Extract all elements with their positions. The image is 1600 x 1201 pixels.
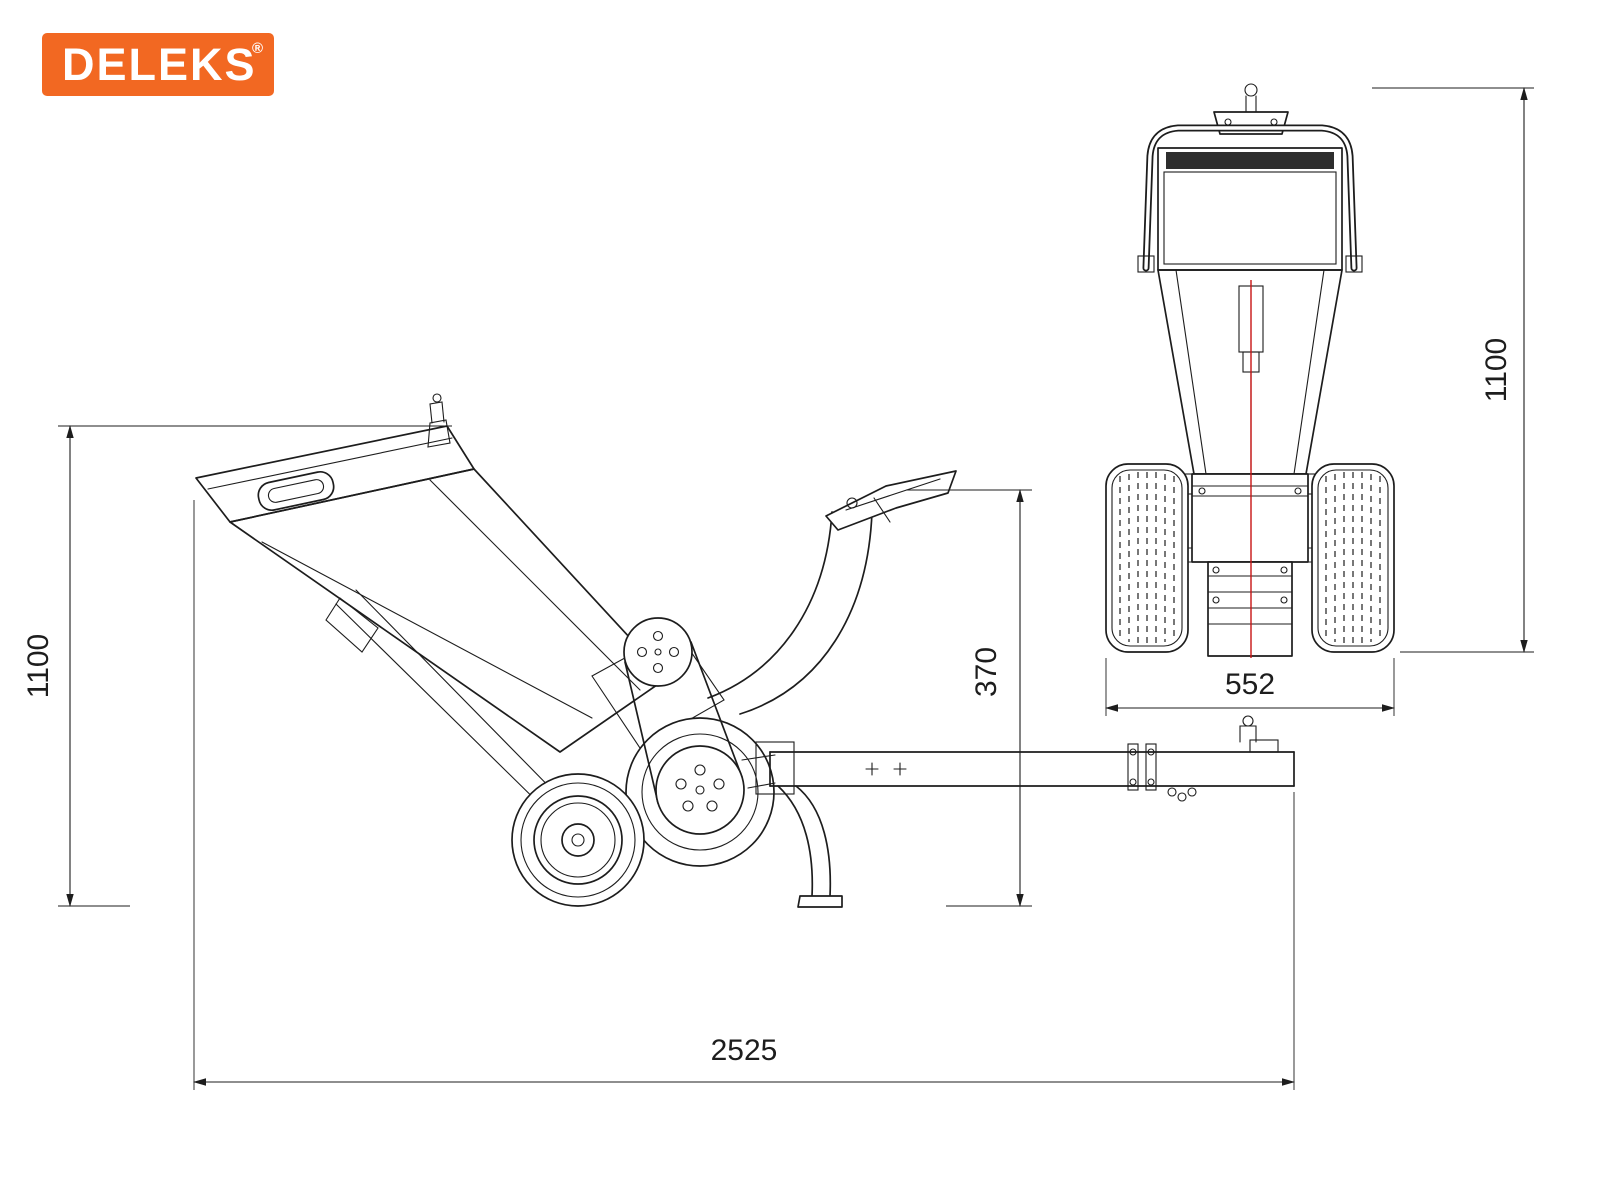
leg-outer-curve — [795, 785, 832, 897]
discharge-chute — [707, 470, 957, 715]
left-tire-sidewall — [1111, 469, 1183, 647]
front-left-wheel — [1105, 463, 1189, 653]
hopper-opening-shadow — [1166, 152, 1334, 169]
hopper-top-inner — [1163, 171, 1337, 265]
dim-overall-length-label: 2525 — [711, 1034, 778, 1067]
chute-outer-curve — [739, 511, 873, 715]
deflector-adjuster — [873, 497, 891, 523]
hopper-body — [229, 468, 668, 753]
hopper-rim-inner-line — [207, 437, 453, 490]
belt-guard-left-edge — [624, 661, 659, 804]
dim-side-height-label: 1100 — [22, 634, 55, 699]
front-body — [1183, 473, 1317, 657]
tire-inner — [520, 782, 636, 898]
logo-registered-mark: ® — [252, 40, 263, 57]
upper-pulley — [623, 617, 693, 687]
dim-hitch-height: 370 — [906, 489, 1032, 907]
drawbar — [755, 715, 1295, 802]
hitch-coupler — [1239, 715, 1279, 753]
hub-center — [571, 833, 585, 847]
housing-inner-ring — [641, 733, 759, 851]
dim-front-height-label: 1100 — [1480, 338, 1513, 403]
funnel-seam-left — [1175, 269, 1207, 475]
hopper-handle-inner — [267, 479, 325, 503]
lower-pulley-bolts — [675, 764, 725, 812]
handle-tube-inner — [1144, 126, 1356, 270]
dim-track-width: 552 — [1105, 658, 1395, 716]
cap-stem — [1245, 95, 1257, 113]
chute-deflector-line — [845, 478, 941, 511]
left-tire-outline — [1105, 463, 1189, 653]
hub — [561, 823, 595, 857]
front-funnel — [1157, 269, 1343, 475]
dim-hitch-height-label: 370 — [970, 647, 1003, 697]
lower-discharge-box — [1207, 561, 1293, 657]
leg-inner-curve — [777, 785, 814, 897]
road-wheel — [511, 773, 645, 907]
left-tire-tread — [1119, 472, 1175, 644]
hopper-support-strut-a — [335, 603, 559, 823]
hopper-top-knob — [432, 393, 442, 403]
safety-chains — [1167, 787, 1197, 802]
cap-knob — [1244, 83, 1258, 97]
feed-hopper — [195, 393, 668, 823]
hopper-handle — [257, 470, 335, 512]
hopper-top-bracket — [427, 419, 451, 448]
dimension-annotations: 1100 370 2525 552 1100 — [22, 87, 1534, 1090]
front-right-wheel — [1311, 463, 1395, 653]
deflector-hinge — [846, 497, 858, 509]
belt-drive — [623, 617, 745, 835]
chute-deflector — [825, 470, 957, 531]
deleks-logo: DELEKS ® — [42, 33, 274, 96]
logo-background — [42, 33, 274, 96]
front-view-drawing — [1105, 83, 1395, 658]
front-handle-frame — [1137, 124, 1363, 273]
drawbar-bolts — [865, 762, 907, 776]
dim-overall-length: 2525 — [193, 500, 1295, 1090]
right-tire-sidewall — [1317, 469, 1389, 647]
leg-foot — [797, 895, 843, 908]
hopper-seam-lower — [261, 541, 593, 719]
support-leg — [777, 785, 843, 908]
chute-inner-curve — [707, 511, 833, 699]
right-tire-tread — [1325, 472, 1381, 644]
side-view-drawing — [195, 393, 1295, 908]
rim-inner — [540, 802, 616, 878]
dim-front-height: 1100 — [1372, 87, 1534, 653]
drawbar-bracket — [755, 741, 795, 795]
hopper-seam-upper — [429, 479, 641, 691]
funnel-seam-right — [1293, 269, 1325, 475]
body-box — [1191, 473, 1309, 563]
logo-wordmark: DELEKS — [62, 39, 257, 90]
front-hopper-top — [1157, 147, 1343, 271]
hopper-lower-box — [325, 597, 379, 653]
dim-side-height: 1100 — [22, 425, 452, 907]
dim-track-width-label: 552 — [1225, 668, 1275, 701]
hopper-support-strut-b — [355, 589, 575, 813]
right-tire-outline — [1311, 463, 1395, 653]
hitch-flange — [1127, 743, 1157, 791]
hopper-opening-rim — [195, 425, 475, 523]
hopper-top-stub — [429, 401, 445, 424]
lower-pulley — [655, 745, 745, 835]
belt-guard-right-edge — [690, 641, 743, 778]
upper-pulley-bolts — [636, 630, 680, 674]
